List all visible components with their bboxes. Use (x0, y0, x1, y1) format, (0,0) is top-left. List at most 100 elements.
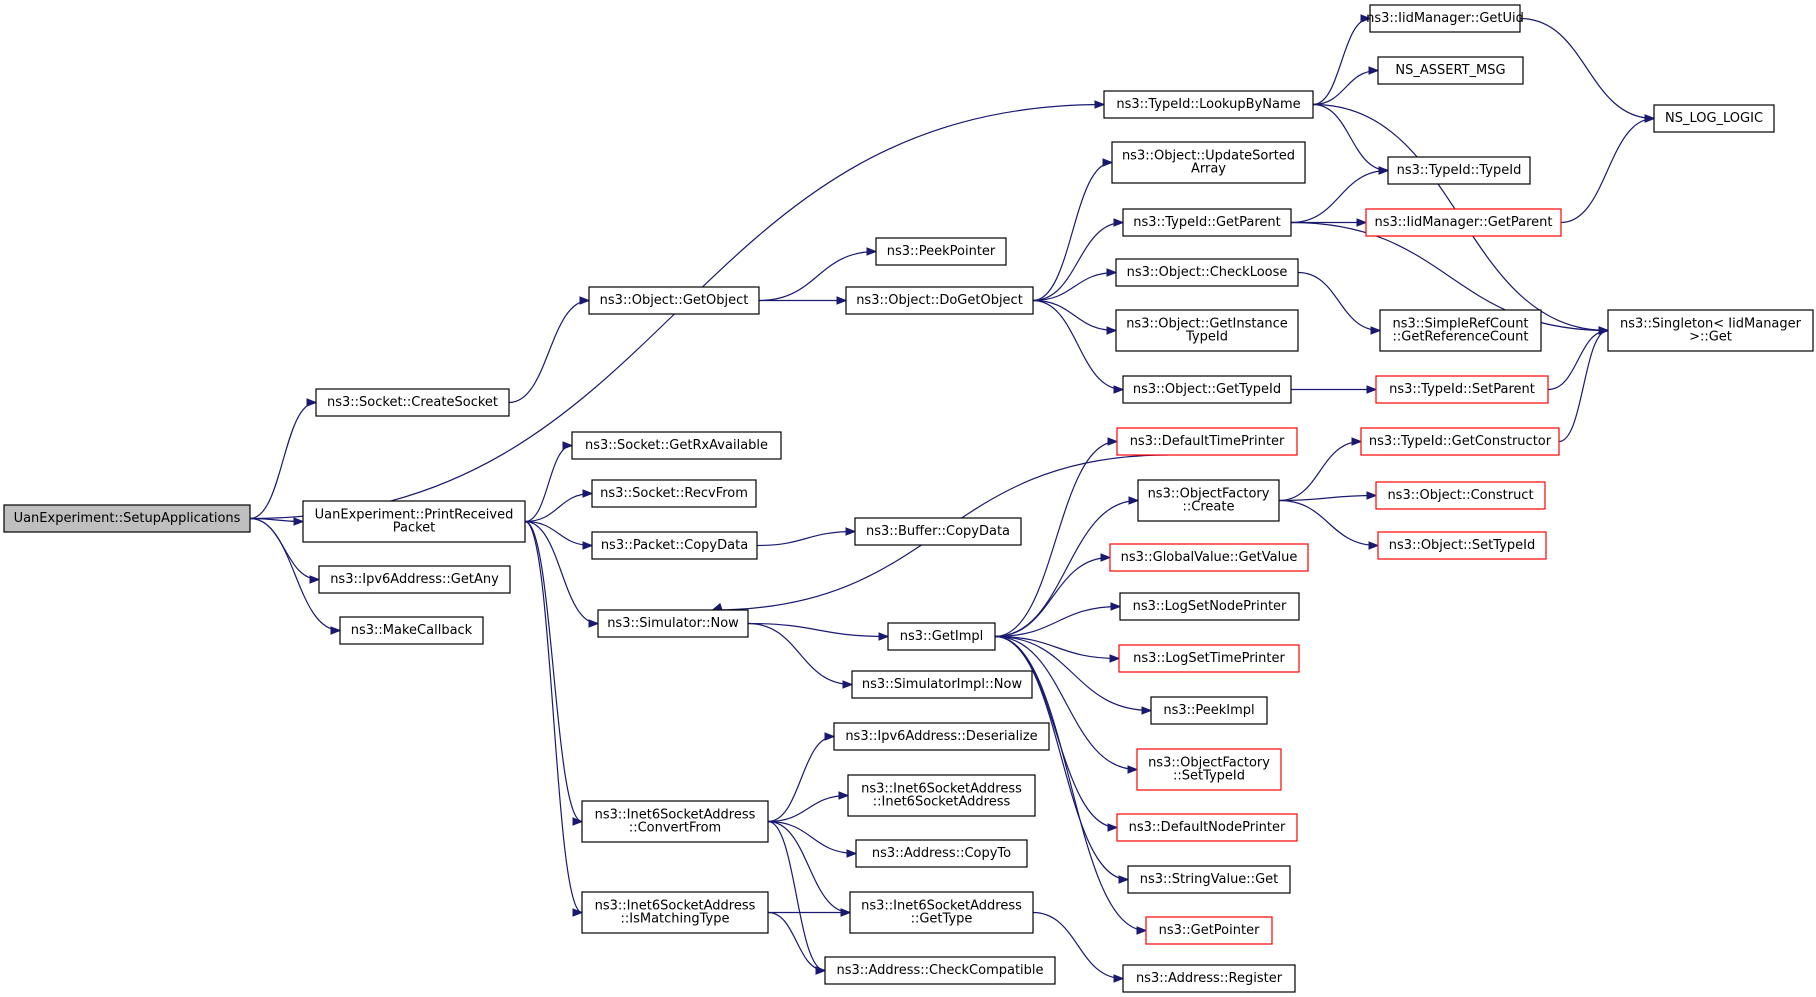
node-pktcopy[interactable]: ns3::Packet::CopyData (591, 531, 758, 560)
edge-iidgetparent-to-loglogic (1560, 117, 1655, 224)
node-label: ns3::Ipv6Address::GetAny (330, 572, 499, 587)
node-label: NS_ASSERT_MSG (1395, 63, 1505, 78)
node-ipv6deser[interactable]: ns3::Ipv6Address::Deserialize (833, 722, 1050, 751)
node-label: Array (1191, 162, 1226, 177)
node-iidgetuid[interactable]: ns3::IidManager::GetUid (1366, 4, 1524, 33)
node-box (1150, 696, 1268, 725)
edge-printrecv-to-simnow (524, 520, 599, 625)
node-simplerefcount[interactable]: ns3::SimpleRefCount::GetReferenceCount (1379, 309, 1542, 352)
edge-getobject-to-peekptr (758, 250, 877, 302)
node-peekptr[interactable]: ns3::PeekPointer (875, 237, 1007, 266)
node-label: ns3::TypeId::SetParent (1389, 382, 1535, 397)
node-i6ctor[interactable]: ns3::Inet6SocketAddress::Inet6SocketAddr… (847, 774, 1036, 817)
arrowhead-icon (1366, 385, 1378, 394)
edge-printrecv-to-convertfrom (524, 520, 583, 823)
arrowhead-icon (1366, 491, 1378, 500)
node-singleton[interactable]: ns3::Singleton< IidManager>::Get (1607, 309, 1814, 352)
arrowhead-icon (1368, 66, 1380, 75)
node-simnow[interactable]: ns3::Simulator::Now (597, 609, 749, 638)
edge-objfactcreate-to-getconstructor (1278, 440, 1362, 502)
arrowhead-icon (1094, 100, 1106, 109)
node-lognode[interactable]: ns3::LogSetNodePrinter (1119, 592, 1300, 621)
node-makecb[interactable]: ns3::MakeCallback (339, 616, 484, 645)
node-getpointer[interactable]: ns3::GetPointer (1145, 916, 1273, 945)
node-box (588, 286, 760, 315)
node-box (591, 479, 757, 508)
node-register[interactable]: ns3::Address::Register (1122, 964, 1296, 993)
arrowhead-icon (1128, 496, 1140, 505)
arrowhead-icon (1644, 114, 1656, 123)
arrowhead-icon (572, 908, 584, 917)
node-getimpl[interactable]: ns3::GetImpl (887, 622, 996, 651)
node-bufcopy[interactable]: ns3::Buffer::CopyData (854, 517, 1022, 546)
node-setparent[interactable]: ns3::TypeId::SetParent (1375, 375, 1549, 404)
node-label: ::Create (1183, 500, 1235, 515)
node-box (887, 622, 996, 651)
node-box (1137, 479, 1280, 522)
node-box (854, 517, 1022, 546)
node-recvfrom[interactable]: ns3::Socket::RecvFrom (591, 479, 757, 508)
node-ismatching[interactable]: ns3::Inet6SocketAddress::IsMatchingType (581, 891, 769, 934)
node-createsocket[interactable]: ns3::Socket::CreateSocket (315, 388, 510, 417)
node-loglogic[interactable]: NS_LOG_LOGIC (1653, 104, 1775, 133)
node-getconstructor[interactable]: ns3::TypeId::GetConstructor (1360, 427, 1560, 456)
edge-dogetobject-to-updsorted (1032, 161, 1113, 302)
node-label: ns3::TypeId::TypeId (1397, 163, 1522, 178)
arrowhead-icon (306, 398, 318, 407)
node-peekimpl[interactable]: ns3::PeekImpl (1150, 696, 1268, 725)
arrowhead-icon (1356, 218, 1368, 227)
node-stringget[interactable]: ns3::StringValue::Get (1127, 865, 1291, 894)
node-lookup[interactable]: ns3::TypeId::LookupByName (1103, 90, 1314, 119)
node-typeid[interactable]: ns3::TypeId::TypeId (1387, 156, 1531, 185)
node-getparent[interactable]: ns3::TypeId::GetParent (1122, 208, 1292, 237)
node-assert[interactable]: NS_ASSERT_MSG (1377, 56, 1524, 85)
node-objfactcreate[interactable]: ns3::ObjectFactory::Create (1137, 479, 1280, 522)
arrowhead-icon (1127, 765, 1139, 774)
node-label: ns3::GetPointer (1159, 923, 1260, 938)
node-construct[interactable]: ns3::Object::Construct (1375, 481, 1546, 510)
node-dogetobject[interactable]: ns3::Object::DoGetObject (845, 286, 1034, 315)
node-box (847, 774, 1036, 817)
node-getobjtypeid[interactable]: ns3::Object::GetTypeId (1122, 375, 1292, 404)
edge-iidgetuid-to-loglogic (1519, 17, 1655, 120)
edge-printrecv-to-ismatching (524, 520, 583, 914)
edge-setup-to-createsocket (249, 401, 317, 520)
node-label: ns3::Inet6SocketAddress (861, 899, 1022, 914)
node-checkloose[interactable]: ns3::Object::CheckLoose (1115, 258, 1299, 287)
node-box (849, 891, 1034, 934)
node-i6gettype[interactable]: ns3::Inet6SocketAddress::GetType (849, 891, 1034, 934)
node-label: ns3::Socket::RecvFrom (600, 486, 748, 501)
node-checkcompat[interactable]: ns3::Address::CheckCompatible (824, 956, 1056, 985)
node-settypeid[interactable]: ns3::Object::SetTypeId (1377, 531, 1547, 560)
node-defnodeprinter[interactable]: ns3::DefaultNodePrinter (1116, 813, 1298, 842)
node-getrx[interactable]: ns3::Socket::GetRxAvailable (571, 431, 782, 460)
node-label: >::Get (1689, 330, 1732, 345)
node-objfactset[interactable]: ns3::ObjectFactory::SetTypeId (1136, 748, 1282, 791)
edge-setup-to-makecb (249, 517, 341, 632)
arrowhead-icon (836, 296, 848, 305)
node-simimplnow[interactable]: ns3::SimulatorImpl::Now (851, 670, 1033, 699)
node-label: ns3::Inet6SocketAddress (595, 808, 756, 823)
node-logtime[interactable]: ns3::LogSetTimePrinter (1118, 644, 1300, 673)
node-globalvalue[interactable]: ns3::GlobalValue::GetValue (1109, 543, 1309, 572)
node-deftimeprinter[interactable]: ns3::DefaultTimePrinter (1116, 427, 1298, 456)
node-label: ns3::PeekImpl (1163, 703, 1254, 718)
node-iidgetparent[interactable]: ns3::IidManager::GetParent (1365, 208, 1562, 237)
node-getany[interactable]: ns3::Ipv6Address::GetAny (318, 565, 511, 594)
node-setup[interactable]: UanExperiment::SetupApplications (3, 504, 251, 533)
node-convertfrom[interactable]: ns3::Inet6SocketAddress::ConvertFrom (581, 800, 769, 843)
edge-getconstructor-to-singleton (1558, 329, 1609, 443)
node-getobject[interactable]: ns3::Object::GetObject (588, 286, 760, 315)
arrowhead-icon (838, 791, 850, 800)
node-label: ns3::Object::GetInstance (1126, 317, 1288, 332)
node-box (1118, 644, 1300, 673)
node-label: ns3::Object::SetTypeId (1389, 538, 1535, 553)
arrowhead-icon (842, 680, 854, 689)
node-box (1145, 916, 1273, 945)
node-box (339, 616, 484, 645)
node-label: ::GetReferenceCount (1393, 330, 1529, 345)
node-copyto[interactable]: ns3::Address::CopyTo (855, 839, 1028, 868)
